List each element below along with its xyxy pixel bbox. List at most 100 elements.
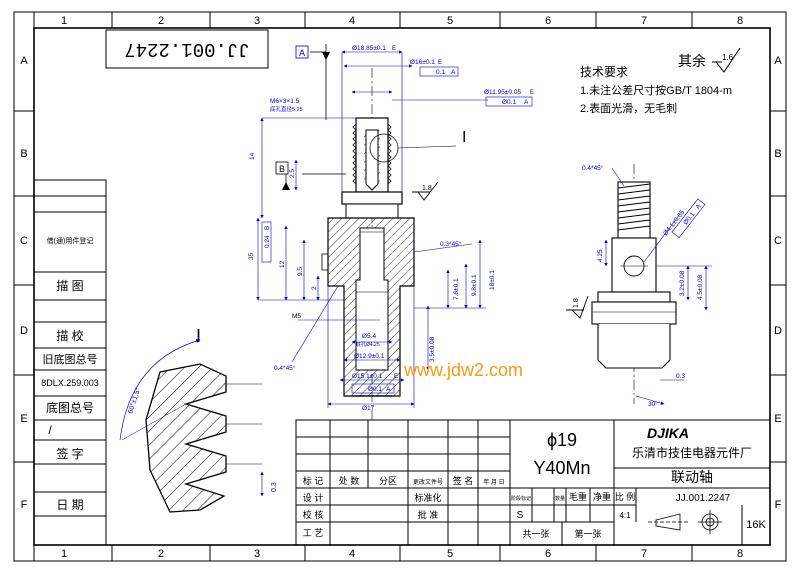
- right-view: [591, 164, 677, 404]
- detail-label: I: [196, 326, 201, 346]
- roughness-else-label: 其余: [678, 53, 706, 70]
- brand-logo: DJIKA: [647, 425, 689, 441]
- h-design: 设 计: [303, 492, 324, 503]
- r-03: 0.3: [676, 373, 685, 380]
- zone-row-a: A: [20, 55, 28, 67]
- corner-code: JJ.001.2247: [124, 38, 249, 60]
- right-roughness: 1.8: [566, 295, 589, 319]
- material-dia: ϕ19: [547, 430, 577, 450]
- zone-col-2-bottom: 2: [158, 548, 164, 560]
- detail-03: 0.3: [271, 482, 278, 492]
- zone-row-d: D: [20, 325, 28, 337]
- side-sign: 签 字: [56, 446, 83, 461]
- roughness-else-value: 1.6: [722, 53, 734, 62]
- fcf-d2-ref: A: [451, 69, 456, 76]
- total-sheets: 共一张: [522, 529, 549, 539]
- title-block: [295, 419, 771, 546]
- dim-v18: 18±0.1: [489, 270, 496, 290]
- zone-col-3-bottom: 3: [254, 548, 260, 560]
- dim-d17: Ø17: [362, 405, 375, 412]
- zone-row-f-right: F: [775, 499, 782, 511]
- dim-v95: 9.5: [297, 267, 304, 276]
- h-date: 年 月 日: [483, 478, 504, 486]
- main-section-view: [321, 68, 415, 420]
- r-18: 1.8: [573, 298, 580, 308]
- roughness-symbol-icon: [712, 47, 741, 73]
- fcf-pos-val: 0.24: [264, 235, 271, 248]
- detail-angle: 60°±1.5°: [126, 386, 142, 414]
- side-registration: 借(通)用件登记: [47, 236, 94, 245]
- zone-row-b-right: B: [774, 148, 781, 160]
- dim-m5: M5: [292, 313, 301, 320]
- h-scale: 比 例: [615, 491, 636, 502]
- side-slash: /: [48, 423, 52, 437]
- right-dimensions: [604, 167, 712, 405]
- rough-main-value: 1.8: [422, 185, 432, 192]
- main-dimension-texts: Ø18.85±0.1 E Ø16±0.1 E 0.1 A Ø11.95±0.05…: [248, 45, 534, 412]
- tech-req-item-2: 2.表面光滑，无毛刺: [580, 101, 677, 115]
- datum-a-label: A: [299, 48, 305, 58]
- dim-d129: Ø12.9±0.1: [354, 353, 385, 360]
- dim-v12: 12: [279, 260, 286, 268]
- side-draw: 描 图: [56, 279, 83, 293]
- r-45: 4.5±0.08: [697, 274, 704, 300]
- dim-v14: 14: [249, 152, 256, 160]
- part-no: JJ.001.2247: [676, 493, 731, 504]
- h-process: 工 艺: [303, 528, 324, 538]
- fcf-bottom-ref: A: [386, 386, 391, 393]
- fcf-d2-frame: [419, 66, 459, 77]
- h-count: 处 数: [339, 475, 360, 486]
- fcf-pos-ref: B: [264, 226, 271, 230]
- fcf-bottom-frame: [351, 383, 395, 394]
- dim-d1: Ø18.85±0.1: [352, 45, 386, 52]
- tech-requirements: 技术要求 1.未注公差尺寸按GB/T 1804-m 2.表面光滑，无毛刺: [580, 65, 732, 115]
- side-old-no-value: 8DLX.259.003: [41, 378, 99, 388]
- side-old-no-label: 旧底图总号: [43, 352, 98, 366]
- corner-code-box: JJ.001.2247: [105, 29, 269, 69]
- roughness-else: 其余 1.6: [678, 47, 741, 73]
- side-date: 日 期: [56, 498, 83, 512]
- dim-d151: Ø15.1±0.1: [352, 373, 383, 380]
- dim-v25: 2.5: [289, 169, 296, 178]
- h-mark: 标 记: [303, 475, 324, 486]
- zone-col-3: 3: [254, 15, 260, 27]
- dim-v35: 35: [248, 252, 255, 260]
- h-zone: 分区: [379, 476, 397, 486]
- dim-v98: 9.8±0.1: [471, 274, 478, 296]
- r-30: 30°: [648, 400, 658, 408]
- dim-d2: Ø16±0.1: [410, 59, 435, 66]
- zone-row-c-right: C: [774, 235, 782, 247]
- dim-d54-note: 底孔Ø4.25: [356, 341, 380, 348]
- dim-d3-tag: E: [530, 90, 534, 96]
- zone-rows: A B C D E F A B C D E F: [14, 55, 786, 511]
- main-callouts: I 1.8: [397, 129, 466, 201]
- h-qty: 数量: [555, 495, 565, 502]
- h-check: 校 核: [303, 509, 324, 520]
- r-fcf-ref: A: [695, 202, 704, 210]
- dim-v76: 7.6±0.1: [453, 278, 460, 300]
- zone-columns: 1 2 3 4 5 6 7 8 1 2 3 4 5 6 7 8: [61, 12, 743, 561]
- zone-col-1: 1: [61, 15, 67, 27]
- dim-d54: Ø5.4: [362, 333, 376, 340]
- zone-col-4-bottom: 4: [349, 548, 355, 560]
- h-stage: 阶段标记: [511, 495, 531, 502]
- fcf-pos-frame: [261, 221, 272, 263]
- stage-mark: S: [517, 510, 524, 521]
- dim-v2: 2: [311, 286, 318, 290]
- detail-view: I 60°±1.5° 0.3: [119, 326, 278, 513]
- zone-row-b: B: [20, 148, 27, 160]
- h-approve: 批 准: [418, 509, 439, 520]
- tech-req-title: 技术要求: [580, 65, 628, 79]
- zone-col-5-bottom: 5: [447, 548, 453, 560]
- r-32: 3.2±0.08: [679, 270, 686, 296]
- h-net: 净重: [593, 491, 611, 502]
- fcf-d3-frame: [485, 96, 533, 107]
- dim-d2-tag: E: [438, 60, 442, 66]
- sheet-size: 16K: [746, 519, 766, 531]
- zone-col-8: 8: [737, 15, 743, 27]
- tech-req-item-1: 1.未注公差尺寸按GB/T 1804-m: [580, 83, 732, 97]
- zone-col-5: 5: [447, 15, 453, 27]
- dim-d3: Ø11.95±0.05: [484, 89, 521, 96]
- side-check: 描 校: [56, 328, 83, 343]
